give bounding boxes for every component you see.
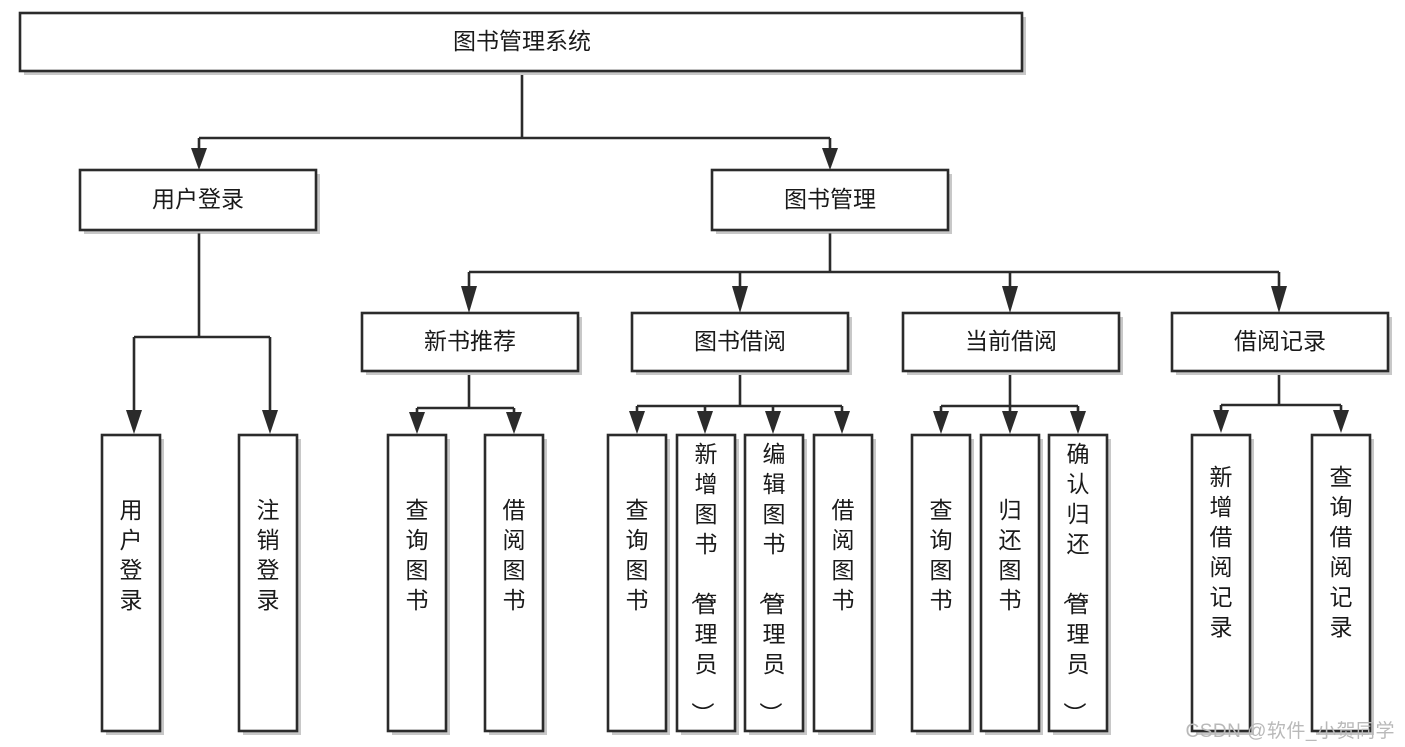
- arrow-head-leaf-user-login: [126, 410, 142, 434]
- node-leaf-edit-book[interactable]: 编辑图书（管理员）: [743, 433, 807, 735]
- arrow-head-leaf-user-logout: [262, 410, 278, 434]
- node-leaf-add-book-label: 新增图书（管理员）: [690, 441, 718, 725]
- node-leaf-add-record[interactable]: 新增借阅记录: [1190, 433, 1254, 735]
- node-book-borrow[interactable]: 图书借阅: [630, 311, 852, 375]
- node-leaf-query-record[interactable]: 查询借阅记录: [1310, 433, 1374, 735]
- node-leaf-query-book-2-label: 查询图书: [626, 497, 649, 613]
- node-leaf-query-book-1-label: 查询图书: [406, 497, 429, 613]
- node-leaf-query-book-3-label: 查询图书: [930, 497, 953, 613]
- arrow-head-leaf-query-book-2: [629, 411, 645, 434]
- node-leaf-return-book-box[interactable]: [979, 433, 1041, 733]
- arrow-head-borrow-record: [1271, 286, 1287, 313]
- node-leaf-add-book[interactable]: 新增图书（管理员）: [675, 433, 739, 735]
- node-leaf-confirm-return[interactable]: 确认归还（管理员）: [1047, 433, 1111, 735]
- node-leaf-user-login[interactable]: 用户登录: [100, 433, 164, 735]
- node-book-borrow-label: 图书借阅: [694, 328, 786, 354]
- node-leaf-borrow-book-2-box[interactable]: [812, 433, 874, 733]
- node-leaf-query-book-2-box[interactable]: [606, 433, 668, 733]
- node-leaf-return-book[interactable]: 归还图书: [979, 433, 1043, 735]
- node-leaf-user-login-label: 用户登录: [120, 497, 143, 613]
- node-book-borrow-box[interactable]: [630, 311, 850, 373]
- node-current-borrow[interactable]: 当前借阅: [901, 311, 1123, 375]
- arrow-head-user-login: [191, 148, 207, 170]
- node-book-management[interactable]: 图书管理: [710, 168, 952, 234]
- node-leaf-user-logout[interactable]: 注销登录: [237, 433, 301, 735]
- node-leaf-add-book-box[interactable]: [675, 433, 737, 733]
- node-current-borrow-box[interactable]: [901, 311, 1121, 373]
- arrow-head-leaf-edit-book: [765, 411, 781, 434]
- node-leaf-edit-book-label: 编辑图书（管理员）: [758, 441, 786, 725]
- node-leaf-query-book-3[interactable]: 查询图书: [910, 433, 974, 735]
- node-new-book-recommend-box[interactable]: [360, 311, 580, 373]
- node-new-book-recommend-label: 新书推荐: [424, 328, 516, 354]
- node-leaf-query-record-label: 查询借阅记录: [1330, 464, 1353, 640]
- node-root-box[interactable]: [18, 11, 1024, 73]
- node-leaf-query-book-3-box[interactable]: [910, 433, 972, 733]
- node-leaf-borrow-book-1-box[interactable]: [483, 433, 545, 733]
- arrow-head-leaf-confirm-return: [1070, 411, 1086, 434]
- arrow-head-leaf-add-record: [1213, 410, 1229, 433]
- node-leaf-user-logout-box[interactable]: [237, 433, 299, 733]
- arrow-head-leaf-query-record: [1333, 410, 1349, 433]
- node-leaf-borrow-book-2[interactable]: 借阅图书: [812, 433, 876, 735]
- arrow-head-leaf-query-book-1: [409, 412, 425, 434]
- node-user-login[interactable]: 用户登录: [78, 168, 320, 234]
- connector-layer: [126, 75, 1349, 434]
- node-leaf-query-book-2[interactable]: 查询图书: [606, 433, 670, 735]
- node-leaf-borrow-book-2-label: 借阅图书: [832, 497, 855, 613]
- arrow-head-book-management: [822, 148, 838, 170]
- node-leaf-query-book-1-box[interactable]: [386, 433, 448, 733]
- node-leaf-edit-book-box[interactable]: [743, 433, 805, 733]
- node-leaf-add-record-box[interactable]: [1190, 433, 1252, 733]
- arrow-head-new-book-recommend: [461, 286, 477, 313]
- node-new-book-recommend[interactable]: 新书推荐: [360, 311, 582, 375]
- node-borrow-record-label: 借阅记录: [1234, 328, 1326, 354]
- node-leaf-confirm-return-box[interactable]: [1047, 433, 1109, 733]
- arrow-head-leaf-borrow-book-1: [506, 412, 522, 434]
- node-borrow-record-box[interactable]: [1170, 311, 1390, 373]
- arrow-head-book-borrow: [732, 286, 748, 313]
- node-borrow-record[interactable]: 借阅记录: [1170, 311, 1392, 375]
- node-user-login-label: 用户登录: [152, 186, 244, 212]
- node-current-borrow-label: 当前借阅: [965, 328, 1057, 354]
- arrow-head-leaf-borrow-book-2: [834, 411, 850, 434]
- node-leaf-user-login-box[interactable]: [100, 433, 162, 733]
- node-book-management-box[interactable]: [710, 168, 950, 232]
- arrow-head-leaf-query-book-3: [933, 411, 949, 434]
- arrow-head-current-borrow: [1002, 286, 1018, 313]
- node-root[interactable]: 图书管理系统: [18, 11, 1026, 75]
- node-leaf-add-record-label: 新增借阅记录: [1210, 464, 1233, 640]
- node-leaf-query-book-1[interactable]: 查询图书: [386, 433, 450, 735]
- node-book-management-label: 图书管理: [784, 186, 876, 212]
- node-leaf-borrow-book-1[interactable]: 借阅图书: [483, 433, 547, 735]
- node-user-login-box[interactable]: [78, 168, 318, 232]
- node-leaf-query-record-box[interactable]: [1310, 433, 1372, 733]
- node-leaf-user-logout-label: 注销登录: [257, 497, 280, 613]
- node-leaf-borrow-book-1-label: 借阅图书: [503, 497, 526, 613]
- arrow-head-leaf-return-book: [1002, 411, 1018, 434]
- node-root-label: 图书管理系统: [453, 28, 591, 54]
- arrow-head-leaf-add-book: [697, 411, 713, 434]
- node-leaf-return-book-label: 归还图书: [999, 497, 1022, 613]
- node-leaf-confirm-return-label: 确认归还（管理员）: [1062, 441, 1090, 725]
